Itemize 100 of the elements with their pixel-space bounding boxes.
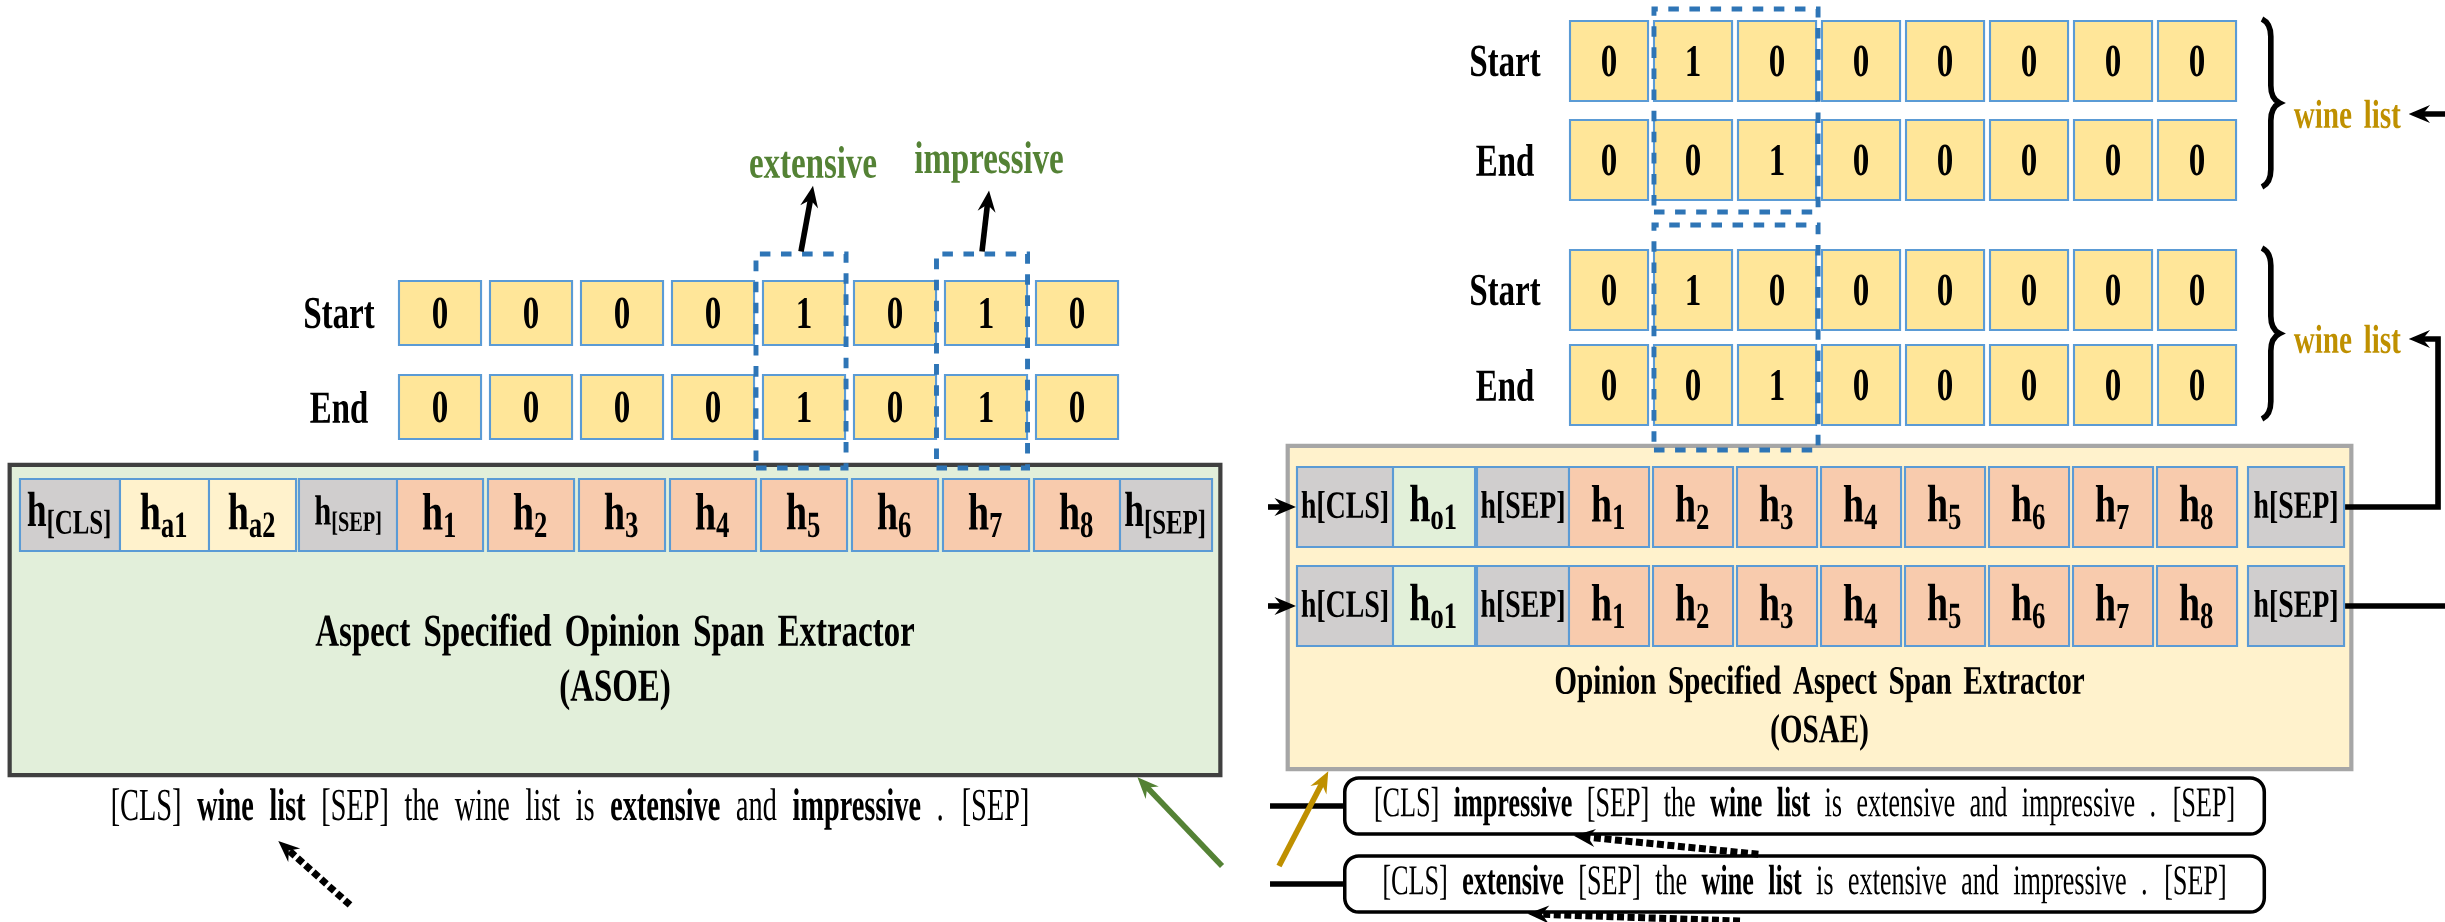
value-cell: 0 [2072, 118, 2154, 202]
row-label: Start [1471, 274, 1541, 306]
hidden-state-cell: h$_{a2}$ [207, 477, 298, 553]
hidden-state-cell: h$_{4}$ [1819, 465, 1903, 549]
value-cell: 0 [488, 279, 574, 347]
value-cell: 0 [579, 373, 665, 441]
dashed-highlight-box [1651, 222, 1821, 453]
hidden-state-cell: h[SEP] [1475, 564, 1571, 648]
connector-line [2345, 603, 2445, 609]
value-cell: 0 [488, 373, 574, 441]
value-cell: 0 [2156, 248, 2238, 332]
hidden-state-cell: h$_{1}$ [1567, 564, 1651, 648]
hidden-state-cell: h$_{[CLS]}$ [18, 477, 122, 553]
hidden-state-cell: h$_{7}$ [941, 477, 1031, 553]
row-label: End [1476, 143, 1534, 177]
hidden-state-cell: h$_{3}$ [577, 477, 667, 553]
hidden-state-cell: h$_{2}$ [1651, 564, 1735, 648]
value-cell: 0 [1652, 343, 1734, 427]
value-cell: 1 [761, 373, 847, 441]
value-cell: 0 [670, 279, 756, 347]
input-sentence-box: [CLS] impressive [SEP] the wine list is extensive and impressive . [SEP] [1343, 776, 2267, 836]
value-cell: 0 [852, 279, 938, 347]
hidden-state-cell: h$_{a1}$ [118, 477, 211, 553]
value-cell: 0 [1568, 118, 1650, 202]
row-label: End [1476, 368, 1534, 402]
output-word: wine list [2293, 324, 2401, 354]
hidden-state-cell: h$_{6}$ [1987, 465, 2071, 549]
row-label: Start [305, 297, 375, 329]
hidden-state-cell: h$_{o1}$ [1391, 564, 1477, 648]
value-cell: 0 [1736, 248, 1818, 332]
hidden-state-cell: h[SEP] [2246, 465, 2346, 549]
value-cell: 1 [1652, 248, 1734, 332]
hidden-state-cell: h$_{2}$ [486, 477, 576, 553]
hidden-state-cell: h[CLS] [1295, 465, 1395, 549]
value-cell: 0 [2156, 343, 2238, 427]
hidden-state-cell: h$_{3}$ [1735, 465, 1819, 549]
hidden-state-cell: h$_{8}$ [2155, 465, 2239, 549]
value-cell: 0 [1736, 19, 1818, 103]
value-cell: 0 [397, 279, 483, 347]
value-cell: 0 [1988, 343, 2070, 427]
value-cell: 0 [579, 279, 665, 347]
value-cell: 0 [852, 373, 938, 441]
value-cell: 0 [1904, 343, 1986, 427]
hidden-state-cell: h$_{7}$ [2071, 564, 2155, 648]
value-cell: 0 [1820, 118, 1902, 202]
value-cell: 0 [1034, 373, 1120, 441]
hidden-state-cell: h$_{8}$ [2155, 564, 2239, 648]
value-cell: 0 [1034, 279, 1120, 347]
value-cell: 0 [1568, 248, 1650, 332]
hidden-state-cell: h$_{7}$ [2071, 465, 2155, 549]
value-cell: 0 [1820, 343, 1902, 427]
hidden-state-cell: h[CLS] [1295, 564, 1395, 648]
hidden-state-cell: h$_{4}$ [1819, 564, 1903, 648]
value-cell: 0 [670, 373, 756, 441]
value-cell: 0 [1988, 248, 2070, 332]
hidden-state-cell: h$_{6}$ [850, 477, 940, 553]
row-label: Start [1471, 45, 1541, 77]
hidden-state-cell: h[SEP] [2246, 564, 2346, 648]
hidden-state-cell: h$_{5}$ [759, 477, 849, 553]
value-cell: 0 [397, 373, 483, 441]
hidden-state-cell: h$_{1}$ [1567, 465, 1651, 549]
value-cell: 0 [1652, 118, 1734, 202]
value-cell: 0 [1988, 118, 2070, 202]
value-cell: 0 [1820, 19, 1902, 103]
value-cell: 1 [761, 279, 847, 347]
value-cell: 0 [1568, 343, 1650, 427]
output-word: extensive [750, 145, 877, 179]
connector-line [1270, 803, 1343, 809]
hidden-state-cell: h$_{5}$ [1903, 465, 1987, 549]
value-cell: 0 [1904, 118, 1986, 202]
value-cell: 0 [2072, 19, 2154, 103]
hidden-state-cell: h$_{[SEP]}$ [297, 477, 401, 553]
value-cell: 1 [943, 373, 1029, 441]
input-sentence-box: [CLS] extensive [SEP] the wine list is extensive and impressive . [SEP] [1343, 854, 2267, 914]
dashed-highlight-box [934, 251, 1030, 471]
value-cell: 0 [1988, 19, 2070, 103]
value-cell: 0 [2072, 248, 2154, 332]
value-cell: 0 [1568, 19, 1650, 103]
hidden-state-cell: h$_{o1}$ [1391, 465, 1477, 549]
output-word: wine list [2293, 99, 2401, 129]
hidden-state-cell: h$_{5}$ [1903, 564, 1987, 648]
hidden-state-cell: h$_{[SEP]}$ [1118, 477, 1214, 553]
hidden-state-cell: h$_{8}$ [1032, 477, 1122, 553]
value-cell: 0 [1904, 248, 1986, 332]
value-cell: 0 [1820, 248, 1902, 332]
value-cell: 0 [2072, 343, 2154, 427]
row-label: End [310, 390, 368, 424]
hidden-state-cell: h[SEP] [1475, 465, 1571, 549]
value-cell: 1 [943, 279, 1029, 347]
hidden-state-cell: h$_{3}$ [1735, 564, 1819, 648]
value-cell: 1 [1736, 343, 1818, 427]
dashed-highlight-box [1651, 6, 1821, 215]
connector-line [1270, 881, 1343, 887]
hidden-state-cell: h$_{4}$ [668, 477, 758, 553]
value-cell: 1 [1652, 19, 1734, 103]
hidden-state-cell: h$_{1}$ [395, 477, 485, 553]
hidden-state-cell: h$_{2}$ [1651, 465, 1735, 549]
value-cell: 0 [2156, 19, 2238, 103]
value-cell: 1 [1736, 118, 1818, 202]
hidden-state-cell: h$_{6}$ [1987, 564, 2071, 648]
